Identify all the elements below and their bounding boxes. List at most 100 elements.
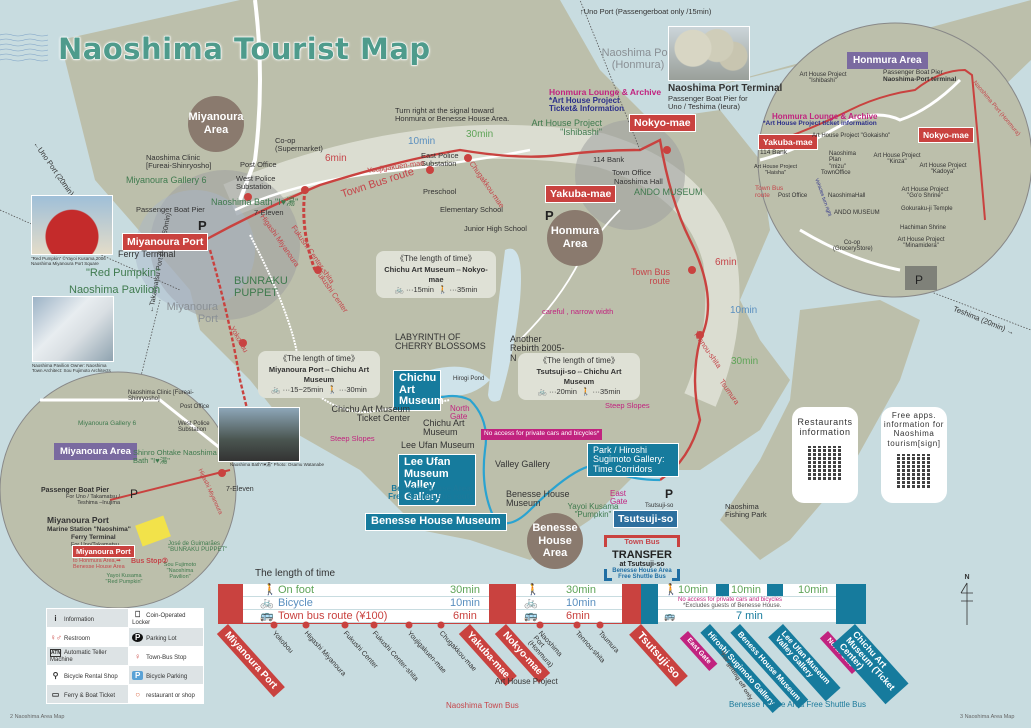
inset-yakuba-tag[interactable]: Yakuba-mae [758,134,818,150]
ferry-terminal-label: Ferry Terminal [118,249,176,259]
clinic-label: Naoshima Clinic [Fureai-Shinryosho] [146,153,212,170]
chichu-ticket-label: Chichu Art Museum Ticket Center [331,404,410,424]
honmura-lounge-label: Honmura Lounge & Archive [549,87,662,97]
benesse-museum-small-label: Benesse House Museum [506,489,570,509]
legend-locker: ⎕Coin-Operated Locker [128,608,204,628]
chichu-small-label: Chichu Art Museum [423,418,465,438]
naoshima-port-label: Naoshima Port (Honmura) [601,47,675,71]
red-pumpkin-photo [31,195,113,255]
north-gate-label: North Gate [450,404,470,422]
ferry-ticket-icon: ▭ [51,689,60,699]
lee-ufan-tag[interactable]: Lee Ufan Museum Valley Gallery [398,454,476,507]
honmura-inset-title: Honmura Area [847,52,928,69]
naoshima-hall-label: Naoshima Hall [614,177,663,186]
nokyo-mae-stop-tag[interactable]: Nokyo-mae [629,114,696,132]
inset-ando: ANDO MUSEUM [834,210,880,216]
port-terminal-title: Naoshima Port Terminal [668,83,783,94]
pavilion-photo [32,296,114,362]
timeline-row-bike: 🚲 Bicycle 10min [243,597,489,609]
miyanoura-inset-kusama: Yayoi Kusama "Red Pumpkin" [105,573,143,585]
benesse-area-disc: Benesse House Area [527,513,583,569]
elementary-label: Elementary School [440,205,503,214]
shuttle-bus-row: 🚌 7 min [658,610,836,622]
inset-nokyo-tag[interactable]: Nokyo-mae [918,127,974,143]
legend-restroom: ♀♂Restroom [45,627,130,647]
restaurant-icon: ○ [135,689,141,699]
ishibashi-label: Art House Project "Ishibashi" [531,118,602,138]
miyanoura-port-stop-tag[interactable]: Miyanoura Port [122,233,209,251]
walk-time-east: 30min [731,356,759,367]
bus-icon: 🚌 [524,610,538,622]
miyanoura-inset-guimaraes: José de Guimarães "BUNRAKU PUPPET" [168,541,228,554]
inset-mizu: Naoshima Plan "mizu" [829,151,857,170]
port-terminal-sub: Passenger Boat Pier for Uno / Teshima (I… [668,94,748,111]
shuttle-route-label: Benesse House Area Free Shuttle Bus rout… [388,484,474,502]
inset-hachiman: Hachiman Shrine [900,225,947,231]
miyanoura-inset-ferry: Ferry Terminal [71,534,116,541]
walk-icon: 🚶 [526,584,540,596]
miyanoura-inset-fujimoto: Sou Fujimoto "Naoshima Pavilion" [163,562,197,580]
footer-left: 2 Naoshima Area Map [10,714,65,720]
inset-minamidera: Art House Project "Minamidera" [897,237,945,250]
miyanoura-inset-title: Miyanoura Area [54,443,137,460]
shuttle-no-access-row: No access for private cars and bicycles … [658,597,836,609]
inset-terminal: Naoshima-Port terminal [883,76,957,83]
inset-ishibashi: Art House Project "Ishibashi" [799,72,847,85]
parking-icon: P [132,632,144,642]
timeline-row-foot-b: 🚶 30min [516,584,622,596]
yakuba-mae-stop-tag[interactable]: Yakuba-mae [545,185,617,203]
time-box-tsutsuji-chichu: 《The length of time》 Tsutsuji-so⇔Chichu … [518,353,640,401]
fishing-park-label: Naoshima Fishing Park [725,502,767,519]
walk-icon: 🚶 [581,387,591,397]
bicycle-icon: 🚲 [271,385,281,395]
no-access-banner: No access for private cars and bicycles* [481,429,603,440]
inset-hall: NaoshimaHall [828,193,866,199]
seven-eleven-label: 7-Eleven [254,208,284,217]
timeline-row-bus-b: 🚌 6min [516,610,622,622]
town-office-label: Town Office [612,168,652,177]
sugimoto-gallery-tag[interactable]: Park / Hiroshi Sugimoto Gallery: Time Co… [587,443,679,478]
inset-bank: 114 Bank [760,149,787,156]
shuttle-walk-row: 🚶 10min 10min 10min [658,584,836,596]
miyanoura-inset-stop-tag[interactable]: Miyanoura Port [72,545,135,558]
pumpkin-label: Yayoi Kusama "Pumpkin" [567,502,619,520]
pavilion-label: Naoshima Pavilion [69,284,161,296]
honmura-inset-circle [757,22,1031,298]
chichu-museum-tag[interactable]: Chichu Art Museum [393,370,444,411]
apps-qr-card[interactable]: Free apps. information for Naoshima tour… [881,407,947,503]
miyanoura-inset-to-benesse: Benesse House Area [73,564,125,570]
benesse-house-museum-tag[interactable]: Benesse House Museum [365,513,507,531]
miyanoura-inset-pier-sub: For Uno / Takamatsu / Teshima –Inujima [65,494,120,506]
qr-code-icon[interactable] [808,445,842,480]
gallery6-label: Miyanoura Gallery 6 [126,175,207,185]
bicycle-rental-icon: ⚲ [52,670,59,680]
inset-kadoya: Art House Project "Kadoya" [919,163,967,176]
labyrinth-label: LABYRINTH OF CHERRY BLOSSOMS [395,332,486,352]
miyanoura-inset-post: Post Office [180,404,210,410]
bicycle-icon: 🚲 [260,597,274,609]
art-house-project-label: Art House Project [495,677,558,686]
bike-time-east: 10min [730,305,758,316]
restroom-icon: ♀♂ [50,632,62,642]
walk-icon: 🚶 [664,584,678,596]
restaurants-qr-card[interactable]: Restaurants information [792,407,858,503]
pavilion-photo-caption: Naoshima Pavilion Owner: Naoshima Town A… [32,363,111,373]
pumpkin-photo-caption: "Red Pumpkin" ©Yayoi Kusama,2006 Naoshim… [31,256,106,266]
transfer-box: Town Bus TRANSFER at Tsutsuji-so Benesse… [604,531,680,581]
timeline-heading: The length of time [255,568,336,579]
walk-icon: 🚶 [263,584,277,596]
honmura-area-disc: Honmura Area [547,210,603,266]
west-police-label: West Police Substation [236,174,276,191]
miyanoura-port-grey-label: Miyanoura Port [166,301,218,325]
bike-time-west: 10min [408,136,436,147]
east-gate-label: East Gate [610,489,628,507]
miyanoura-inset-bus-stop: Bus Stop② [131,558,168,565]
tsutsuji-so-stop-tag[interactable]: Tsutsuji-so [613,510,679,528]
inset-gokaisho: Art House Project "Gokaisho" [812,133,891,139]
qr-code-icon[interactable] [897,453,931,488]
bicycle-icon: 🚲 [537,387,547,397]
inset-town-office: TownOffice [821,170,851,176]
hirogi-pond-label: Hirogi Pond [453,376,485,382]
bicycle-icon: 🚲 [394,285,404,295]
bank114-label: 114 Bank [593,155,625,164]
